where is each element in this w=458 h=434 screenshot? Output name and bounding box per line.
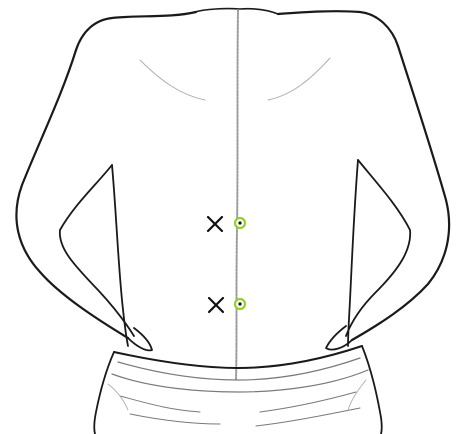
pants-right-edge bbox=[362, 346, 382, 434]
pants-wrinkle-3 bbox=[260, 392, 356, 412]
left-arm-outer bbox=[16, 50, 128, 338]
waistband-fold-2 bbox=[112, 370, 368, 392]
torso-right-side bbox=[348, 160, 358, 346]
pants-wrinkle-6 bbox=[348, 380, 366, 410]
left-shoulder-outline bbox=[76, 12, 196, 50]
right-shoulder-outline bbox=[278, 11, 398, 46]
waistband-fold-1 bbox=[118, 358, 360, 380]
torso-left-side bbox=[112, 165, 128, 346]
right-scapula-shade bbox=[268, 58, 330, 100]
neck-outline bbox=[195, 9, 278, 14]
right-arm-outer bbox=[352, 46, 449, 340]
spine-line bbox=[236, 10, 238, 380]
left-scapula-shade bbox=[140, 60, 205, 100]
pants-wrinkle-1 bbox=[120, 396, 200, 412]
upper-point-marker bbox=[235, 218, 245, 228]
lower-point-marker bbox=[235, 299, 245, 309]
pants-left-edge bbox=[94, 352, 114, 434]
pants-wrinkle-2 bbox=[130, 414, 220, 424]
lower-cross-mark bbox=[209, 298, 223, 312]
upper-cross-mark bbox=[208, 217, 222, 231]
